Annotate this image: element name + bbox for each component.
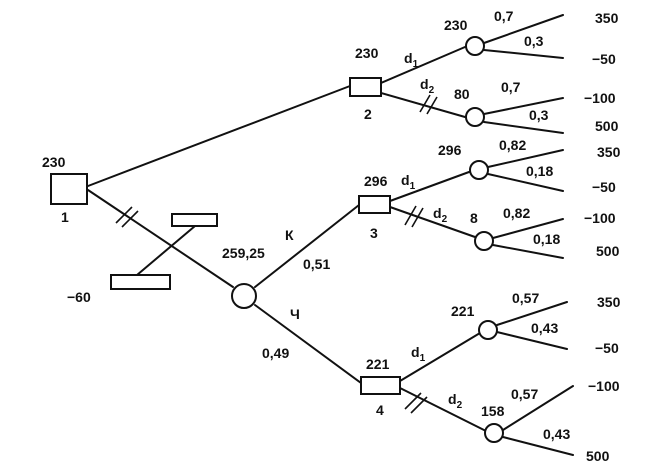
node4-payoff-1: 350 bbox=[597, 294, 621, 310]
node4-d2-prob-2: 0,43 bbox=[543, 426, 570, 442]
chance-node-n4d2 bbox=[484, 423, 504, 443]
cut-mark-node4-d2 bbox=[404, 392, 428, 414]
node2-d1-value: 230 bbox=[444, 17, 468, 33]
decline-value: −60 bbox=[67, 289, 91, 305]
node3-id: 3 bbox=[370, 225, 378, 241]
node2-value: 230 bbox=[355, 45, 379, 61]
node2-payoff-4: 500 bbox=[595, 118, 619, 134]
chance-node-n4d1 bbox=[478, 320, 498, 340]
branch-ch-prob: 0,49 bbox=[262, 345, 289, 361]
edge-n2d2-out2 bbox=[483, 121, 564, 134]
node4-payoff-2: −50 bbox=[595, 340, 619, 356]
edge-n2d1-out2 bbox=[483, 49, 564, 59]
edge-n3d1-out1 bbox=[487, 149, 564, 168]
edge-node4-d2 bbox=[399, 387, 487, 432]
edge-root-node2 bbox=[87, 85, 351, 187]
branch-k-prob: 0,51 bbox=[303, 256, 330, 272]
node4-id: 4 bbox=[376, 402, 384, 418]
node2-payoff-3: −100 bbox=[584, 90, 616, 106]
node4-d1-prob-1: 0,57 bbox=[512, 290, 539, 306]
node2-d2-prob-1: 0,7 bbox=[501, 79, 521, 95]
edge-n2d1-out1 bbox=[483, 14, 564, 44]
edge-node2-d1 bbox=[380, 46, 466, 84]
edge-n3d2-out1 bbox=[492, 218, 564, 239]
node2-d1-label: d1 bbox=[404, 50, 419, 70]
node2-d1-prob-1: 0,7 bbox=[494, 8, 514, 24]
node4-d2-value: 158 bbox=[481, 403, 505, 419]
node2-d2-value: 80 bbox=[454, 86, 470, 102]
node4-d1-label: d1 bbox=[411, 344, 426, 364]
node2-d1-prob-2: 0,3 bbox=[524, 33, 544, 49]
node3-d1-value: 296 bbox=[438, 142, 462, 158]
node4-d2-label: d2 bbox=[448, 391, 463, 411]
chance-node-n2d1 bbox=[465, 36, 485, 56]
edge-n2d2-out1 bbox=[483, 97, 564, 115]
node3-d2-prob-1: 0,82 bbox=[503, 205, 530, 221]
edge-n3d2-out2 bbox=[492, 244, 564, 259]
edge-n4d1-out1 bbox=[496, 301, 568, 326]
branch-ch-label: Ч bbox=[290, 306, 300, 322]
edge-node4-d1 bbox=[399, 332, 481, 382]
node3-payoff-4: 500 bbox=[596, 243, 620, 259]
root-id: 1 bbox=[61, 209, 69, 225]
chance-node-n3d2 bbox=[474, 231, 494, 251]
root-value: 230 bbox=[42, 154, 66, 170]
node4-d1-prob-2: 0,43 bbox=[531, 320, 558, 336]
branch-k-label: К bbox=[285, 227, 294, 243]
node2-payoff-1: 350 bbox=[595, 10, 619, 26]
edge-node3-d1 bbox=[389, 171, 470, 202]
decline-box-lower bbox=[110, 274, 171, 290]
edge-n4d2-out1 bbox=[502, 385, 574, 431]
node3-d1-prob-1: 0,82 bbox=[499, 137, 526, 153]
node4-payoff-4: 500 bbox=[586, 448, 610, 464]
chance-node-n2d2 bbox=[465, 107, 485, 127]
edge-decline-link bbox=[136, 225, 196, 276]
edge-n3d1-out2 bbox=[487, 173, 564, 192]
node3-payoff-3: −100 bbox=[584, 210, 616, 226]
node3-d1-label: d1 bbox=[401, 172, 416, 192]
chance-node-center bbox=[231, 283, 257, 309]
node3-payoff-1: 350 bbox=[597, 144, 621, 160]
node3-d1-prob-2: 0,18 bbox=[526, 163, 553, 179]
edge-n4d1-out2 bbox=[496, 331, 568, 350]
node2-payoff-2: −50 bbox=[592, 51, 616, 67]
node4-value: 221 bbox=[366, 356, 390, 372]
decision-node-4 bbox=[360, 376, 401, 395]
node2-d2-prob-2: 0,3 bbox=[529, 107, 549, 123]
chance-center-value: 259,25 bbox=[222, 245, 265, 261]
decision-node-3 bbox=[358, 195, 391, 214]
edge-node3-d2 bbox=[389, 206, 476, 238]
cut-mark-node2-d2 bbox=[419, 94, 438, 115]
edge-chance-node3 bbox=[254, 204, 360, 288]
node3-payoff-2: −50 bbox=[592, 179, 616, 195]
edge-n4d2-out2 bbox=[502, 436, 574, 456]
node4-payoff-3: −100 bbox=[588, 378, 620, 394]
chance-node-n3d1 bbox=[469, 160, 489, 180]
node2-id: 2 bbox=[364, 106, 372, 122]
node4-d2-prob-1: 0,57 bbox=[511, 386, 538, 402]
edge-node2-d2 bbox=[380, 92, 466, 118]
decline-box-upper bbox=[171, 213, 218, 227]
node3-d2-prob-2: 0,18 bbox=[533, 231, 560, 247]
decision-node-2 bbox=[349, 77, 382, 97]
edge-root-chance bbox=[87, 189, 234, 288]
node3-d2-value: 8 bbox=[470, 210, 478, 226]
edge-chance-node4 bbox=[254, 304, 362, 384]
node3-d2-label: d2 bbox=[433, 205, 448, 225]
node3-value: 296 bbox=[364, 173, 388, 189]
node2-d2-label: d2 bbox=[420, 76, 435, 96]
decision-node-1 bbox=[50, 173, 88, 205]
cut-mark-node3-d2 bbox=[404, 205, 424, 228]
cut-mark-root-chance bbox=[115, 206, 139, 228]
node4-d1-value: 221 bbox=[451, 303, 475, 319]
